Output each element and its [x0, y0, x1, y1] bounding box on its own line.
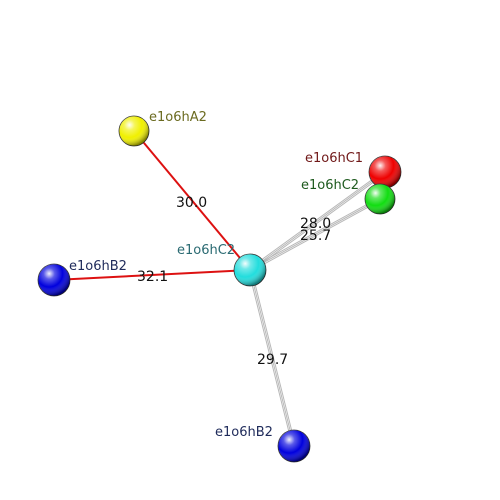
- edge-value-label: 29.7: [257, 352, 288, 368]
- edge-c2_center-b2_left: [53, 269, 251, 281]
- node-a2[interactable]: e1o6hA2: [118, 110, 207, 147]
- edge-c2_center-b2_bottom: [248, 269, 296, 447]
- node-b2_left[interactable]: e1o6hB2: [37, 259, 127, 297]
- node-label: e1o6hA2: [149, 110, 207, 125]
- node-label: e1o6hB2: [69, 259, 127, 274]
- node-sphere-shading: [365, 184, 395, 214]
- node-c2_green[interactable]: e1o6hC2: [301, 178, 396, 215]
- edge-line: [133, 130, 251, 271]
- edge-value-label: 28.0: [300, 216, 331, 232]
- edges-layer: [53, 130, 387, 447]
- node-label: e1o6hB2: [215, 425, 273, 440]
- edge-strand: [249, 171, 386, 271]
- edge-value-label: 32.1: [137, 269, 168, 285]
- edge-c2_center-c1: [248, 170, 387, 272]
- node-sphere-shading: [38, 264, 70, 296]
- node-label: e1o6hC1: [305, 151, 363, 166]
- edge-labels-layer: 30.0 32.1 28.025.7 29.7: [137, 195, 331, 368]
- node-sphere-shading: [119, 116, 149, 146]
- edge-strand: [250, 269, 296, 446]
- node-sphere-shading: [278, 430, 310, 462]
- node-c2_center[interactable]: e1o6hC2: [177, 243, 267, 287]
- node-label: e1o6hC2: [301, 178, 359, 193]
- nodes-layer: e1o6hA2 e1o6hC1 e1o6hC2 e1o6hC2 e1o6hB2 e1o6h…: [37, 110, 402, 463]
- edge-strand: [250, 172, 387, 272]
- node-sphere-shading: [369, 156, 401, 188]
- node-sphere-shading: [234, 254, 266, 286]
- edge-strand: [250, 199, 381, 272]
- edge-strand: [249, 269, 295, 447]
- edge-c2_center-c2_green: [249, 197, 381, 272]
- node-b2_bottom[interactable]: e1o6hB2: [215, 425, 311, 463]
- edge-c2_center-a2: [133, 130, 251, 271]
- edge-value-label: 25.7: [300, 228, 331, 244]
- edge-value-label: 30.0: [176, 195, 207, 211]
- edge-strand: [249, 198, 381, 271]
- edge-strand: [249, 197, 380, 270]
- node-label: e1o6hC2: [177, 243, 235, 258]
- edge-strand: [248, 270, 294, 447]
- edge-strand: [248, 170, 385, 270]
- edge-line: [53, 269, 251, 281]
- node-c1[interactable]: e1o6hC1: [305, 151, 402, 189]
